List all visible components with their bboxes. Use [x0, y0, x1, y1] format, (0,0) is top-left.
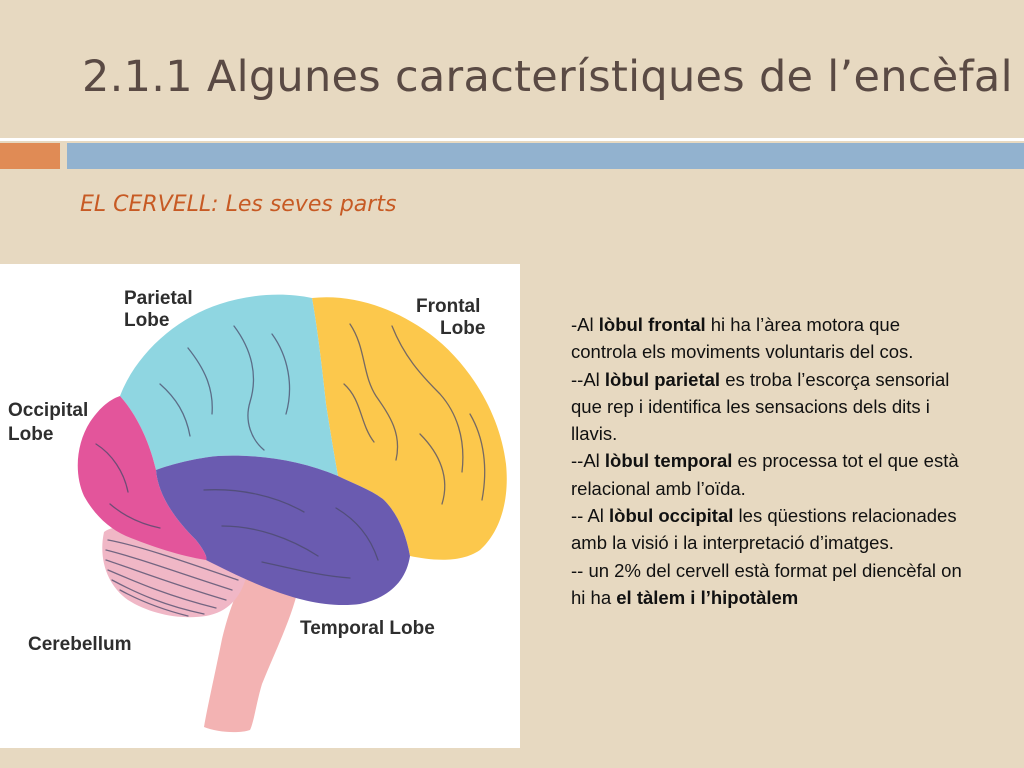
frontal-lobe [312, 297, 507, 560]
desc-parietal: --Al lòbul parietal es troba l’escorça s… [571, 368, 950, 445]
accent-bar-blue [67, 143, 1024, 169]
label-parietal-1: Parietal [124, 288, 193, 309]
label-temporal: Temporal Lobe [300, 618, 435, 639]
label-frontal-1: Frontal [416, 296, 480, 317]
label-frontal-2: Lobe [440, 318, 485, 339]
desc-temporal: --Al lòbul temporal es processa tot el q… [571, 450, 959, 499]
title-divider [0, 138, 1024, 141]
slide-subtitle: EL CERVELL: Les seves parts [80, 192, 397, 217]
label-occipital-2: Lobe [8, 424, 53, 445]
parietal-lobe [120, 294, 338, 476]
desc-diencephalon: -- un 2% del cervell està format pel die… [571, 559, 962, 608]
cerebellum-folds [105, 539, 239, 617]
accent-bar-orange [0, 143, 60, 169]
temporal-lobe [156, 455, 410, 606]
brainstem [204, 576, 300, 733]
lobe-descriptions: -Al lòbul frontal hi ha l’àrea motora qu… [571, 311, 966, 611]
desc-frontal: -Al lòbul frontal hi ha l’àrea motora qu… [571, 314, 914, 363]
brain-diagram: Parietal Lobe Frontal Lobe Occipital Lob… [0, 264, 520, 748]
cortex-folds [95, 323, 486, 579]
label-cerebellum: Cerebellum [28, 634, 131, 655]
desc-occipital: -- Al lòbul occipital les qüestions rela… [571, 505, 957, 554]
slide-title: 2.1.1 Algunes característiques de l’encè… [82, 52, 1013, 102]
occipital-lobe [77, 396, 207, 560]
brain-illustration: Parietal Lobe Frontal Lobe Occipital Lob… [8, 288, 507, 733]
label-parietal-2: Lobe [124, 310, 169, 331]
label-occipital-1: Occipital [8, 400, 88, 421]
